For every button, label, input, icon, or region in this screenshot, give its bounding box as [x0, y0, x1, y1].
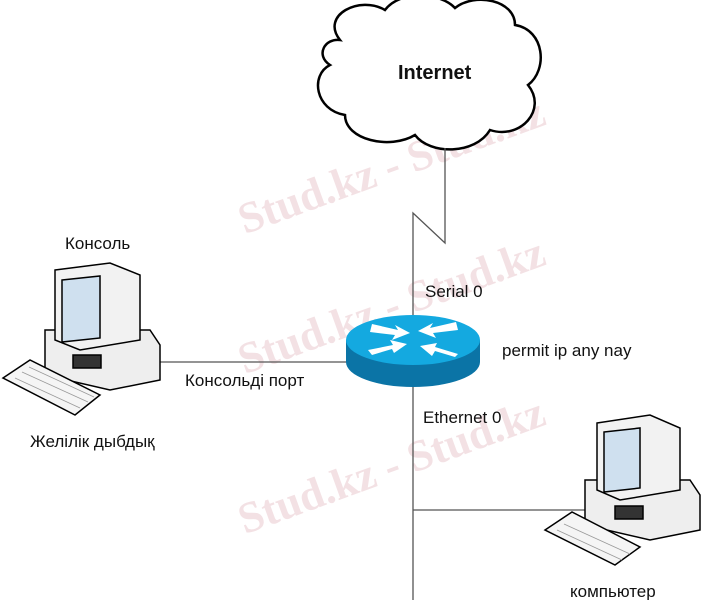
console-caption: Желілік дыбдық: [30, 432, 155, 451]
acl-label: permit ip any nay: [502, 341, 632, 360]
serial-label: Serial 0: [425, 282, 483, 301]
router-icon: [346, 315, 480, 387]
internet-label: Internet: [398, 62, 472, 84]
console-port-label: Консольді порт: [185, 371, 305, 390]
console-computer-icon: [1, 262, 161, 416]
links: [100, 148, 590, 600]
ethernet-label: Ethernet 0: [423, 408, 502, 427]
lan-computer-icon: [543, 414, 701, 566]
lan-pc-caption: компьютер: [570, 582, 656, 600]
serial-link: [412, 148, 446, 320]
internet-cloud: [316, 0, 542, 151]
console-title: Консоль: [65, 234, 131, 253]
